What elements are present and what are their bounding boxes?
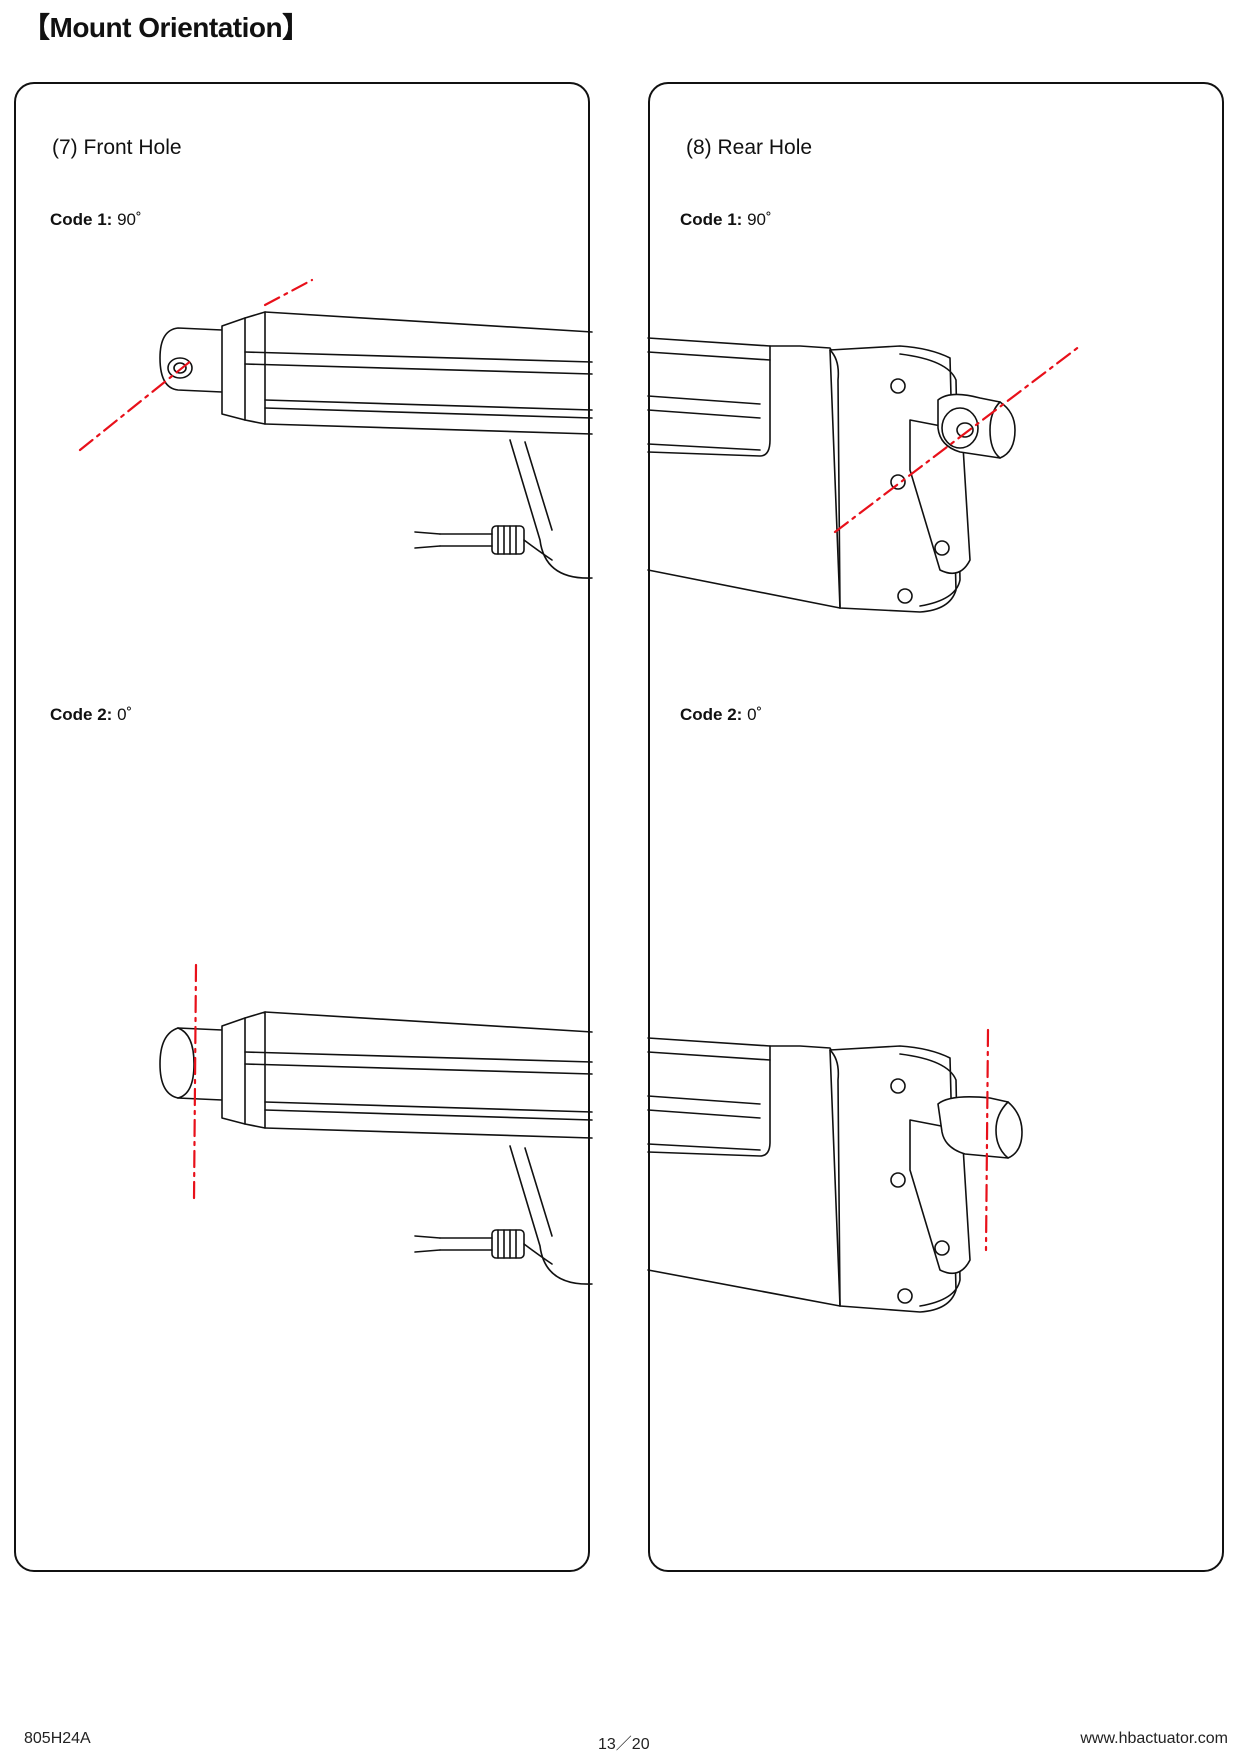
front-actuator-90-drawing	[159, 311, 593, 579]
rear-hole-panel	[648, 82, 1224, 1572]
rear-code2-label: Code 2: 0˚	[680, 705, 762, 725]
rear-axis-90	[833, 344, 1082, 534]
rear-code2-key: Code 2:	[680, 705, 743, 724]
page-title: 【Mount Orientation】	[22, 12, 310, 43]
footer-model: 805H24A	[24, 1730, 91, 1747]
front-hole-title: (7) Front Hole	[52, 136, 182, 159]
rear-code1-key: Code 1:	[680, 210, 743, 229]
footer-page-number: 13／20	[598, 1736, 650, 1753]
rear-code1-label: Code 1: 90˚	[680, 210, 772, 230]
front-code1-value: 90˚	[117, 210, 142, 229]
rear-actuator-90-drawing	[647, 337, 1016, 613]
front-code2-value: 0˚	[117, 705, 133, 724]
front-actuator-0-drawing	[159, 1011, 593, 1285]
rear-actuator-0-drawing	[647, 1037, 1023, 1313]
footer-website: www.hbactuator.com	[1080, 1730, 1228, 1747]
front-hole-panel	[14, 82, 590, 1572]
rear-code1-value: 90˚	[747, 210, 772, 229]
front-code2-key: Code 2:	[50, 705, 113, 724]
front-axis-90	[78, 278, 314, 452]
front-code1-label: Code 1: 90˚	[50, 210, 142, 230]
rear-axis-0	[984, 1028, 990, 1252]
front-code2-label: Code 2: 0˚	[50, 705, 132, 725]
front-code1-key: Code 1:	[50, 210, 113, 229]
rear-hole-title: (8) Rear Hole	[686, 136, 813, 159]
front-axis-0	[192, 963, 198, 1202]
rear-code2-value: 0˚	[747, 705, 763, 724]
